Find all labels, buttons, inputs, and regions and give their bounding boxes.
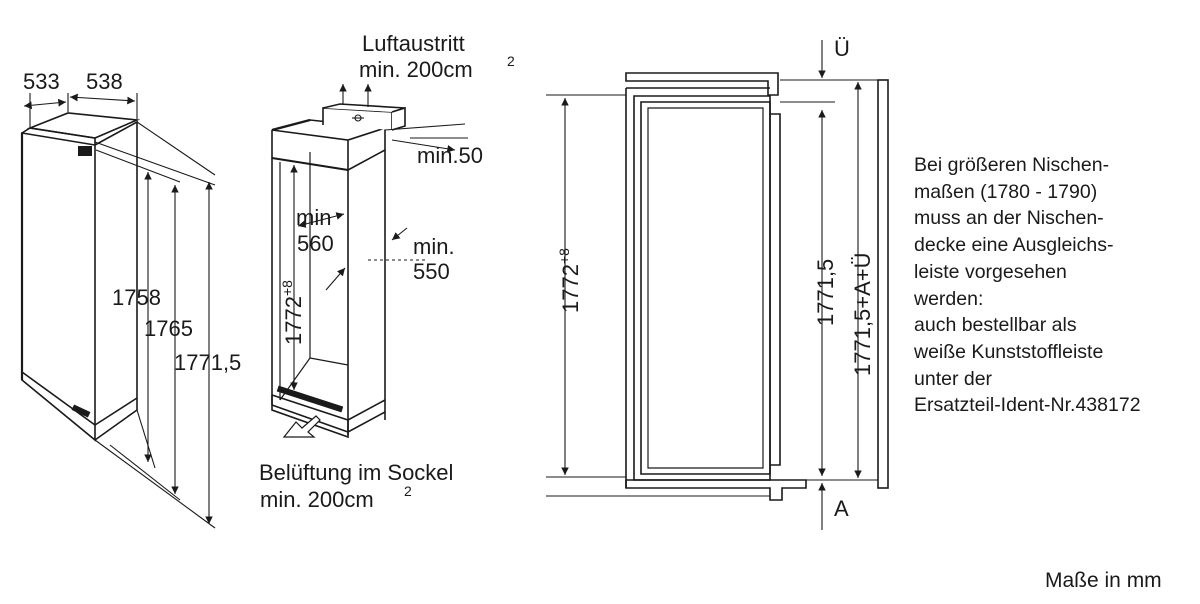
note-line: Ersatzteil-Ident-Nr.438172 xyxy=(914,394,1141,417)
air-outlet-value: min. 200cm xyxy=(359,57,473,82)
section-niche-height-sup: +8 xyxy=(556,248,572,264)
note-line: maßen (1780 - 1790) xyxy=(914,180,1098,203)
air-outlet-unit-sup: 2 xyxy=(507,53,515,69)
section-height-total-label: 1771,5+A+Ü xyxy=(850,252,875,376)
height-label-1771-5: 1771,5 xyxy=(174,350,241,375)
height-label-1765: 1765 xyxy=(144,316,193,341)
section-dimension-lines xyxy=(546,40,878,530)
niche-dimension-lines xyxy=(282,84,468,438)
label-u: Ü xyxy=(834,36,850,61)
min-550-label-a: min. xyxy=(413,234,455,259)
note-line: unter der xyxy=(914,367,993,390)
section-height-label: 1771,5 xyxy=(813,259,838,326)
note-line: weiße Kunststoffleiste xyxy=(914,340,1104,363)
height-label-1758: 1758 xyxy=(112,285,161,310)
note-line: leiste vorgesehen xyxy=(914,260,1067,283)
vent-value: min. 200cm xyxy=(260,487,374,512)
note-line: Bei größeren Nischen- xyxy=(914,154,1110,176)
vent-title: Belüftung im Sockel xyxy=(259,460,453,485)
note-line: muss an der Nischen- xyxy=(914,207,1104,230)
section-niche-height-label: 1772+8 xyxy=(556,248,583,313)
note-line: decke eine Ausgleichs- xyxy=(914,234,1114,257)
niche-height-side-sup: +8 xyxy=(279,280,295,296)
min-560-label-b: 560 xyxy=(297,231,334,256)
note-line: auch bestellbar als xyxy=(914,314,1077,337)
appliance-view xyxy=(20,112,141,442)
niche-height-side-label: 1772+8 xyxy=(279,280,306,345)
vent-unit-sup: 2 xyxy=(404,483,412,499)
installation-note: Bei größeren Nischen- maßen (1780 - 1790… xyxy=(914,152,1198,419)
width-label-538: 538 xyxy=(86,69,123,94)
section-niche-height-value: 1772+8 xyxy=(556,248,583,313)
section-view xyxy=(625,72,889,501)
min-560-label-a: min xyxy=(296,205,331,230)
units-label: Maße in mm xyxy=(1045,569,1162,592)
niche-view xyxy=(271,103,406,439)
air-outlet-title: Luftaustritt xyxy=(362,31,465,56)
appliance-dimension-lines xyxy=(23,93,216,529)
label-a: A xyxy=(834,496,849,521)
section-niche-height-number: 1772 xyxy=(558,264,583,313)
min-50-label: min.50 xyxy=(417,143,483,168)
min-550-label-b: 550 xyxy=(413,259,450,284)
section-height-total-value: 1771,5+A+Ü xyxy=(850,252,875,376)
width-label-533: 533 xyxy=(23,69,60,94)
niche-height-side-number: 1772 xyxy=(281,296,306,345)
section-height-value: 1771,5 xyxy=(813,259,838,326)
note-line: werden: xyxy=(914,287,984,310)
niche-height-side-value: 1772+8 xyxy=(279,280,306,345)
